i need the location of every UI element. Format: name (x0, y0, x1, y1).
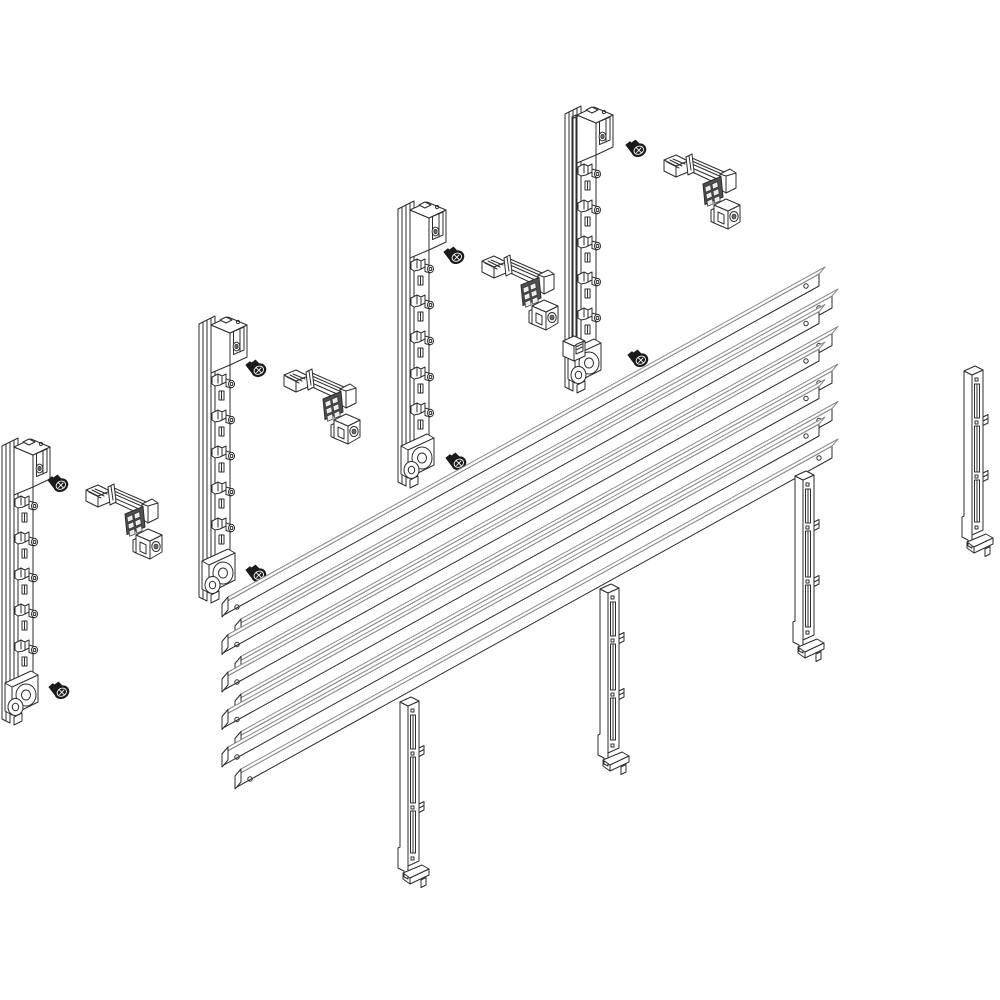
cover-strip-3 (792, 470, 825, 662)
fixing-screw-7 (625, 139, 649, 160)
fixing-screw-1 (47, 474, 71, 495)
cover-strip-1 (397, 696, 430, 888)
fixing-screw-5 (443, 246, 467, 267)
cover-strip-2 (597, 583, 630, 775)
fixing-screw-3 (245, 359, 269, 380)
cover-strip-4 (961, 365, 994, 557)
busbar-3 (222, 342, 838, 714)
end-bracket-4 (663, 153, 741, 230)
support-rail-3 (398, 201, 446, 488)
end-bracket-2 (283, 368, 361, 445)
support-rail-1 (2, 438, 50, 725)
fixing-screw-2 (48, 681, 72, 702)
end-bracket-3 (481, 254, 559, 331)
end-bracket-1 (85, 483, 163, 560)
diagram-scene (2, 106, 994, 888)
support-rail-2 (199, 316, 247, 603)
